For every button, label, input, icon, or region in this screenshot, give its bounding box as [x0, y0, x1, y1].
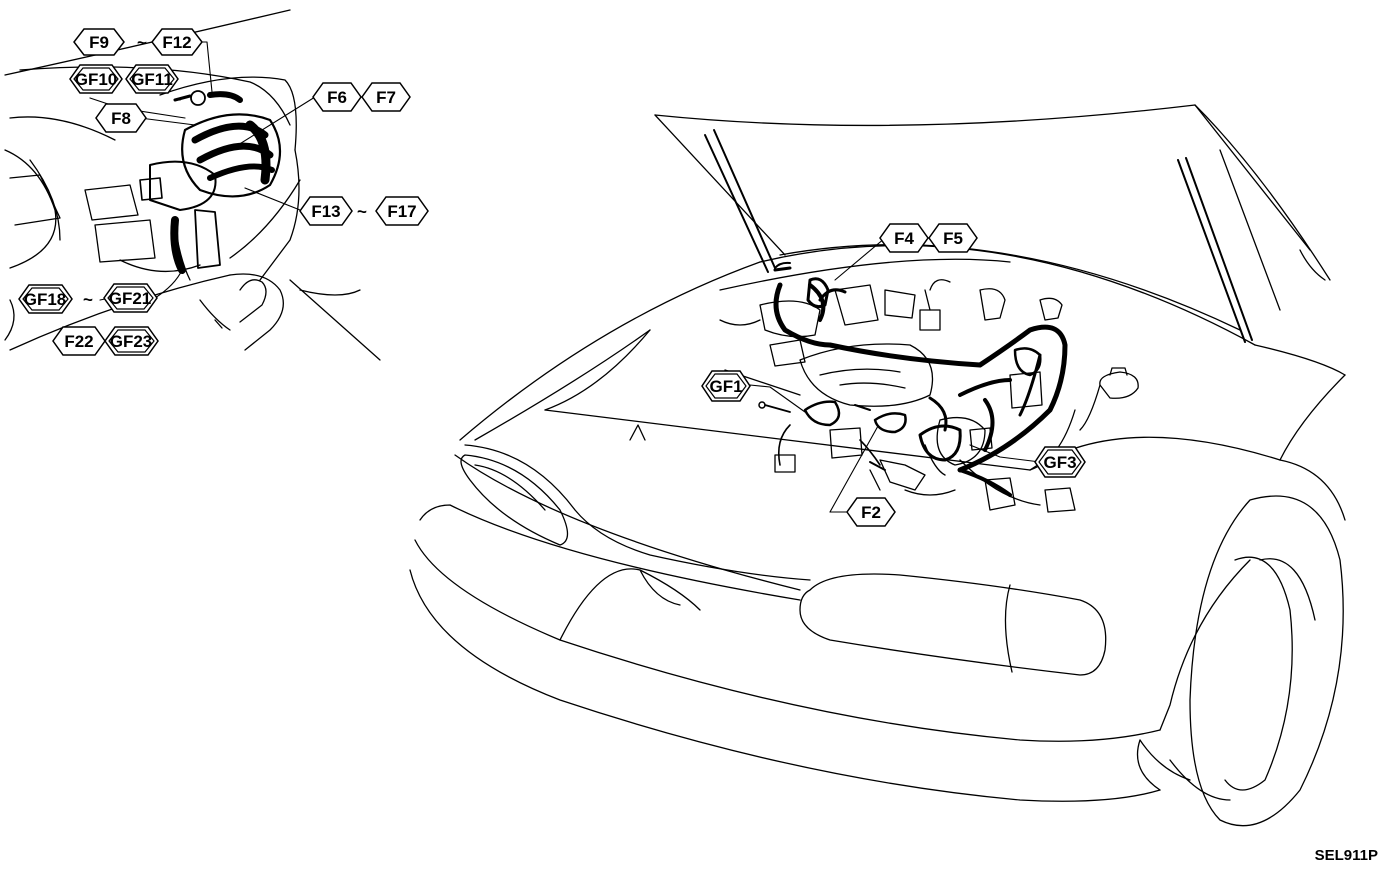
svg-text:F6: F6: [327, 88, 347, 107]
tilde-f13-f17: ~: [357, 202, 367, 221]
label-F22: F22: [52, 326, 106, 356]
label-F13: F13: [299, 196, 353, 226]
svg-text:GF10: GF10: [75, 70, 118, 89]
svg-text:F22: F22: [64, 332, 93, 351]
svg-text:GF3: GF3: [1043, 453, 1076, 472]
label-F4: F4: [879, 223, 929, 253]
label-GF18: GF18: [18, 284, 73, 314]
label-GF21: GF21: [103, 283, 158, 313]
svg-text:F2: F2: [861, 503, 881, 522]
svg-text:F4: F4: [894, 229, 914, 248]
svg-text:F9: F9: [89, 33, 109, 52]
label-F2: F2: [846, 497, 896, 527]
svg-text:F12: F12: [162, 33, 191, 52]
svg-text:GF11: GF11: [131, 70, 173, 89]
tilde-gf18-gf21: ~: [83, 290, 93, 309]
svg-text:F5: F5: [943, 229, 963, 248]
svg-text:GF1: GF1: [709, 377, 742, 396]
svg-text:F17: F17: [387, 202, 416, 221]
label-F9: F9: [73, 28, 125, 56]
label-F8: F8: [95, 103, 147, 133]
svg-text:F7: F7: [376, 88, 396, 107]
label-F6: F6: [312, 82, 362, 112]
label-GF10: GF10: [69, 64, 123, 94]
svg-text:F8: F8: [111, 109, 131, 128]
svg-text:GF23: GF23: [110, 332, 153, 351]
engine-leader-lines: [749, 237, 1041, 513]
label-GF23: GF23: [104, 326, 159, 356]
svg-text:GF21: GF21: [109, 289, 152, 308]
dashboard-harness: [139, 90, 281, 274]
tilde-f9-f12: ~: [137, 33, 147, 52]
label-GF3: GF3: [1034, 446, 1086, 478]
connector-labels: F9 ~ F12 GF10 GF11 F8 F6 F7: [18, 28, 1086, 527]
label-F17: F17: [375, 196, 429, 226]
label-F7: F7: [361, 82, 411, 112]
label-F12: F12: [151, 28, 203, 56]
label-F5: F5: [928, 223, 978, 253]
label-GF11: GF11: [125, 64, 179, 94]
figure-code: SEL911P: [1314, 847, 1378, 864]
svg-text:F13: F13: [311, 202, 340, 221]
svg-text:GF18: GF18: [24, 290, 67, 309]
label-GF1: GF1: [701, 370, 751, 402]
dashboard-leader-lines: [89, 41, 316, 301]
engine-harness: [758, 261, 1068, 497]
